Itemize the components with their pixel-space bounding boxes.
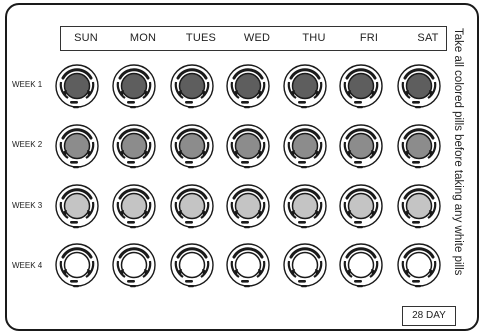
pill-sat-week-2 bbox=[398, 125, 440, 168]
pill-sun-week-1 bbox=[56, 65, 98, 108]
pill-fri-week-3 bbox=[340, 185, 382, 228]
pill-thu-week-4 bbox=[284, 244, 326, 287]
pill-sun-week-3 bbox=[56, 185, 98, 228]
pill-wed-week-4 bbox=[227, 244, 269, 287]
pill-tues-week-4 bbox=[171, 244, 213, 287]
pill-wed-week-3 bbox=[227, 185, 269, 228]
pill-fri-week-2 bbox=[340, 125, 382, 168]
pill-fri-week-1 bbox=[340, 65, 382, 108]
pill-sun-week-2 bbox=[56, 125, 98, 168]
pill-thu-week-3 bbox=[284, 185, 326, 228]
pill-thu-week-1 bbox=[284, 65, 326, 108]
pill-tues-week-2 bbox=[171, 125, 213, 168]
pill-mon-week-4 bbox=[113, 244, 155, 287]
pill-fri-week-4 bbox=[340, 244, 382, 287]
pill-wed-week-2 bbox=[227, 125, 269, 168]
pill-wed-week-1 bbox=[227, 65, 269, 108]
pill-sun-week-4 bbox=[56, 244, 98, 287]
pill-tues-week-3 bbox=[171, 185, 213, 228]
pill-mon-week-2 bbox=[113, 125, 155, 168]
pill-tues-week-1 bbox=[171, 65, 213, 108]
pill-sat-week-1 bbox=[398, 65, 440, 108]
pill-thu-week-2 bbox=[284, 125, 326, 168]
pill-mon-week-3 bbox=[113, 185, 155, 228]
pill-sat-week-4 bbox=[398, 244, 440, 287]
pill-mon-week-1 bbox=[113, 65, 155, 108]
pill-sat-week-3 bbox=[398, 185, 440, 228]
